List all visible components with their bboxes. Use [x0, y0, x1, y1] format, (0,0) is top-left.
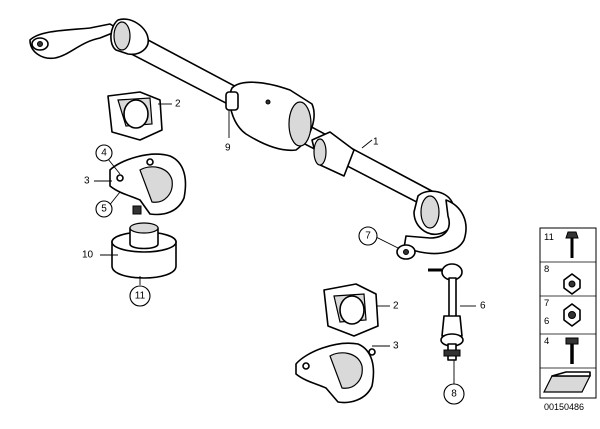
collar-nut-icon	[563, 303, 581, 327]
callout-7-circle	[358, 226, 378, 246]
callout-3-left: 3	[84, 176, 90, 187]
callout-2-upper: 2	[175, 99, 181, 110]
callouts: 1 2 3 4 5 9 10 11 7 6 2 3 8	[82, 99, 486, 405]
callout-8-rod: 8	[451, 389, 457, 400]
callout-6: 6	[480, 301, 486, 312]
legend-label-8: 8	[544, 264, 549, 275]
diagram-code: 00150486	[544, 402, 584, 412]
callout-10: 10	[82, 250, 94, 261]
small-parts-legend: 11 8 7 6 4	[539, 227, 597, 399]
stabilizer-bar	[29, 18, 467, 260]
callout-5: 5	[101, 204, 107, 215]
legend-label-11: 11	[544, 232, 554, 243]
legend-label-7: 7	[544, 298, 549, 309]
hex-bolt-icon	[565, 337, 579, 364]
stabilizer-link	[428, 263, 464, 361]
callout-11-circle	[129, 285, 151, 307]
callout-1: 1	[373, 137, 379, 148]
callout-2-lower: 2	[393, 301, 399, 312]
legend-label-6: 6	[544, 316, 549, 327]
bracket-left	[109, 153, 187, 216]
shim-icon	[543, 371, 591, 393]
callout-4-circle	[95, 144, 113, 162]
bracket-lower	[295, 342, 376, 404]
rubber-buffer	[111, 222, 177, 279]
callout-5-circle	[95, 200, 113, 218]
hex-nut-icon	[563, 273, 581, 295]
rubber-mounting-lower	[323, 283, 379, 337]
callout-9: 9	[225, 143, 231, 154]
callout-8-circle	[443, 383, 465, 405]
callout-3-lower: 3	[393, 341, 399, 352]
rubber-mounting-upper	[107, 91, 163, 141]
callout-7: 7	[365, 231, 371, 242]
callout-11: 11	[135, 291, 146, 302]
legend-label-4: 4	[544, 336, 549, 347]
screw-icon	[565, 231, 579, 258]
callout-4: 4	[101, 148, 107, 159]
